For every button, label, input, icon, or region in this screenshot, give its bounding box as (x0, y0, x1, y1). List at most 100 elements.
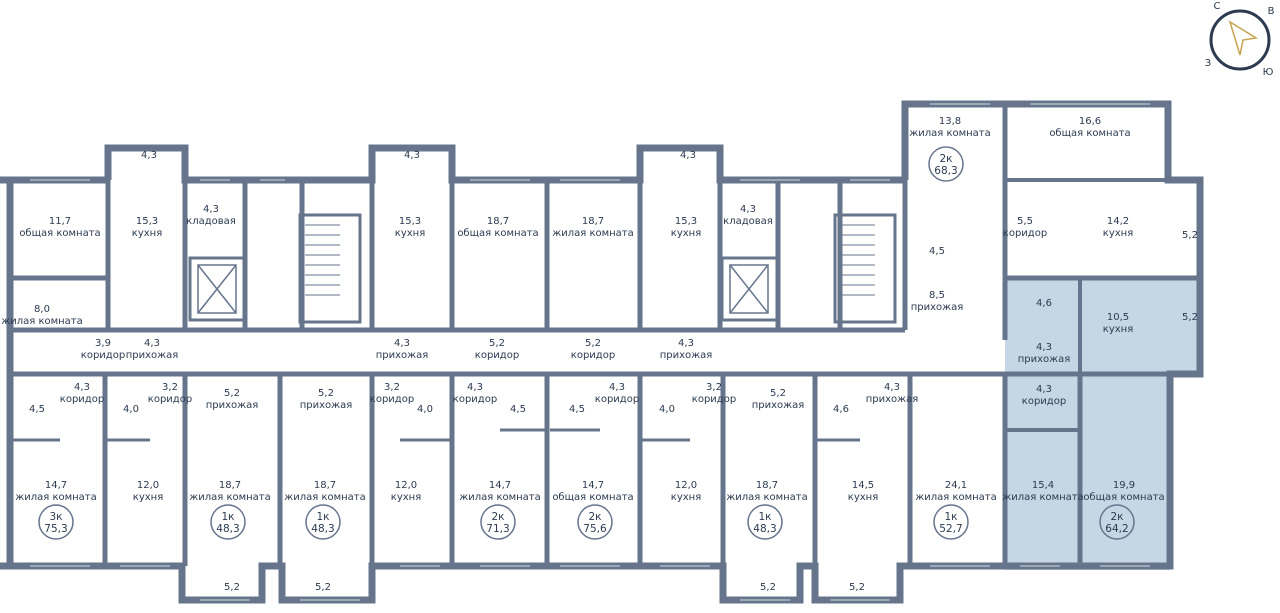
room-area: 3,2 (162, 382, 178, 393)
room-area: 4,3 (740, 204, 756, 215)
windows (30, 103, 1150, 601)
room-area: 10,5 (1107, 312, 1129, 323)
room-area: 5,2 (224, 582, 240, 593)
room-area: 12,0 (675, 480, 697, 491)
room-area: 4,3 (1036, 384, 1052, 395)
apartment-area: 71,3 (486, 523, 509, 535)
room-area: 5,2 (1182, 312, 1198, 323)
room-name: коридор (571, 350, 615, 361)
elevator-right (729, 264, 769, 314)
room-area: 18,7 (487, 216, 509, 227)
room-name: коридор (595, 394, 639, 405)
room-area: 4,3 (141, 150, 157, 161)
room-area: 14,7 (489, 480, 511, 491)
room-name: кухня (671, 228, 701, 239)
room-area: 5,2 (770, 388, 786, 399)
apartment-area: 75,3 (44, 523, 67, 535)
compass-east: В (1268, 6, 1275, 17)
room-name: кухня (391, 492, 421, 503)
room-name: прихожая (206, 400, 259, 411)
apartment-badge-circle (747, 504, 783, 540)
room-area: 5,2 (585, 338, 601, 349)
apartment-type: 1к (944, 511, 957, 523)
apartment-badge-circle (928, 146, 964, 182)
room-area: 4,0 (659, 404, 675, 415)
room-area: 4,0 (417, 404, 433, 415)
room-area: 3,2 (706, 382, 722, 393)
staircase-right (840, 224, 875, 296)
room-name: прихожая (660, 350, 713, 361)
room-area: 4,3 (74, 382, 90, 393)
room-area: 5,2 (849, 582, 865, 593)
room-name: коридор (692, 394, 736, 405)
room-name: коридор (370, 394, 414, 405)
apartment-badge-circle (210, 504, 246, 540)
room-name: коридор (475, 350, 519, 361)
room-name: коридор (60, 394, 104, 405)
room-area: 14,2 (1107, 216, 1129, 227)
apartment-area: 48,3 (311, 523, 334, 535)
compass-south: Ю (1263, 67, 1274, 78)
room-area: 5,2 (315, 582, 331, 593)
apartment-area: 68,3 (934, 165, 957, 177)
room-name: кухня (671, 492, 701, 503)
room-name: прихожая (126, 350, 179, 361)
apartment-area: 75,6 (583, 523, 607, 535)
room-area: 4,3 (394, 338, 410, 349)
room-area: 13,8 (939, 116, 961, 127)
room-area: 4,3 (884, 382, 900, 393)
room-name: жилая комната (1002, 492, 1084, 503)
room-area: 3,2 (384, 382, 400, 393)
room-area: 15,3 (136, 216, 158, 227)
room-area: 3,9 (95, 338, 111, 349)
room-area: 14,7 (582, 480, 604, 491)
apartment-area: 48,3 (753, 523, 776, 535)
room-area: 4,3 (203, 204, 219, 215)
apartment-type: 3к (49, 511, 62, 523)
elevator-left (197, 264, 237, 314)
room-area: 8,5 (929, 290, 945, 301)
room-area: 18,7 (314, 480, 336, 491)
room-area: 4,3 (467, 382, 483, 393)
room-area: 18,7 (756, 480, 778, 491)
room-area: 5,2 (1182, 230, 1198, 241)
apartment-area: 48,3 (216, 523, 239, 535)
room-area: 4,3 (404, 150, 420, 161)
highlighted-apartment[interactable] (1005, 278, 1200, 570)
room-name: кухня (395, 228, 425, 239)
room-name: прихожая (866, 394, 919, 405)
room-name: жилая комната (459, 492, 541, 503)
room-name: жилая комната (909, 128, 991, 139)
room-area: 15,3 (399, 216, 421, 227)
room-name: жилая комната (15, 492, 97, 503)
room-name: кухня (1103, 324, 1133, 335)
room-name: коридор (148, 394, 192, 405)
apartment-badge-circle (480, 504, 516, 540)
room-name: коридор (1003, 228, 1047, 239)
room-area: 4,5 (929, 246, 945, 257)
room-area: 18,7 (219, 480, 241, 491)
room-name: прихожая (1018, 354, 1071, 365)
apartment-type: 2к (939, 153, 952, 165)
room-area: 18,7 (582, 216, 604, 227)
room-area: 5,2 (760, 582, 776, 593)
room-name: кухня (1103, 228, 1133, 239)
staircase-left (305, 224, 340, 296)
room-name: прихожая (300, 400, 353, 411)
compass-north: С (1214, 1, 1221, 12)
room-name: кладовая (186, 216, 236, 227)
room-area: 4,5 (569, 404, 585, 415)
compass-ring (1209, 9, 1271, 71)
apartment-area: 64,2 (1105, 523, 1128, 535)
room-area: 5,2 (318, 388, 334, 399)
room-area: 5,2 (224, 388, 240, 399)
